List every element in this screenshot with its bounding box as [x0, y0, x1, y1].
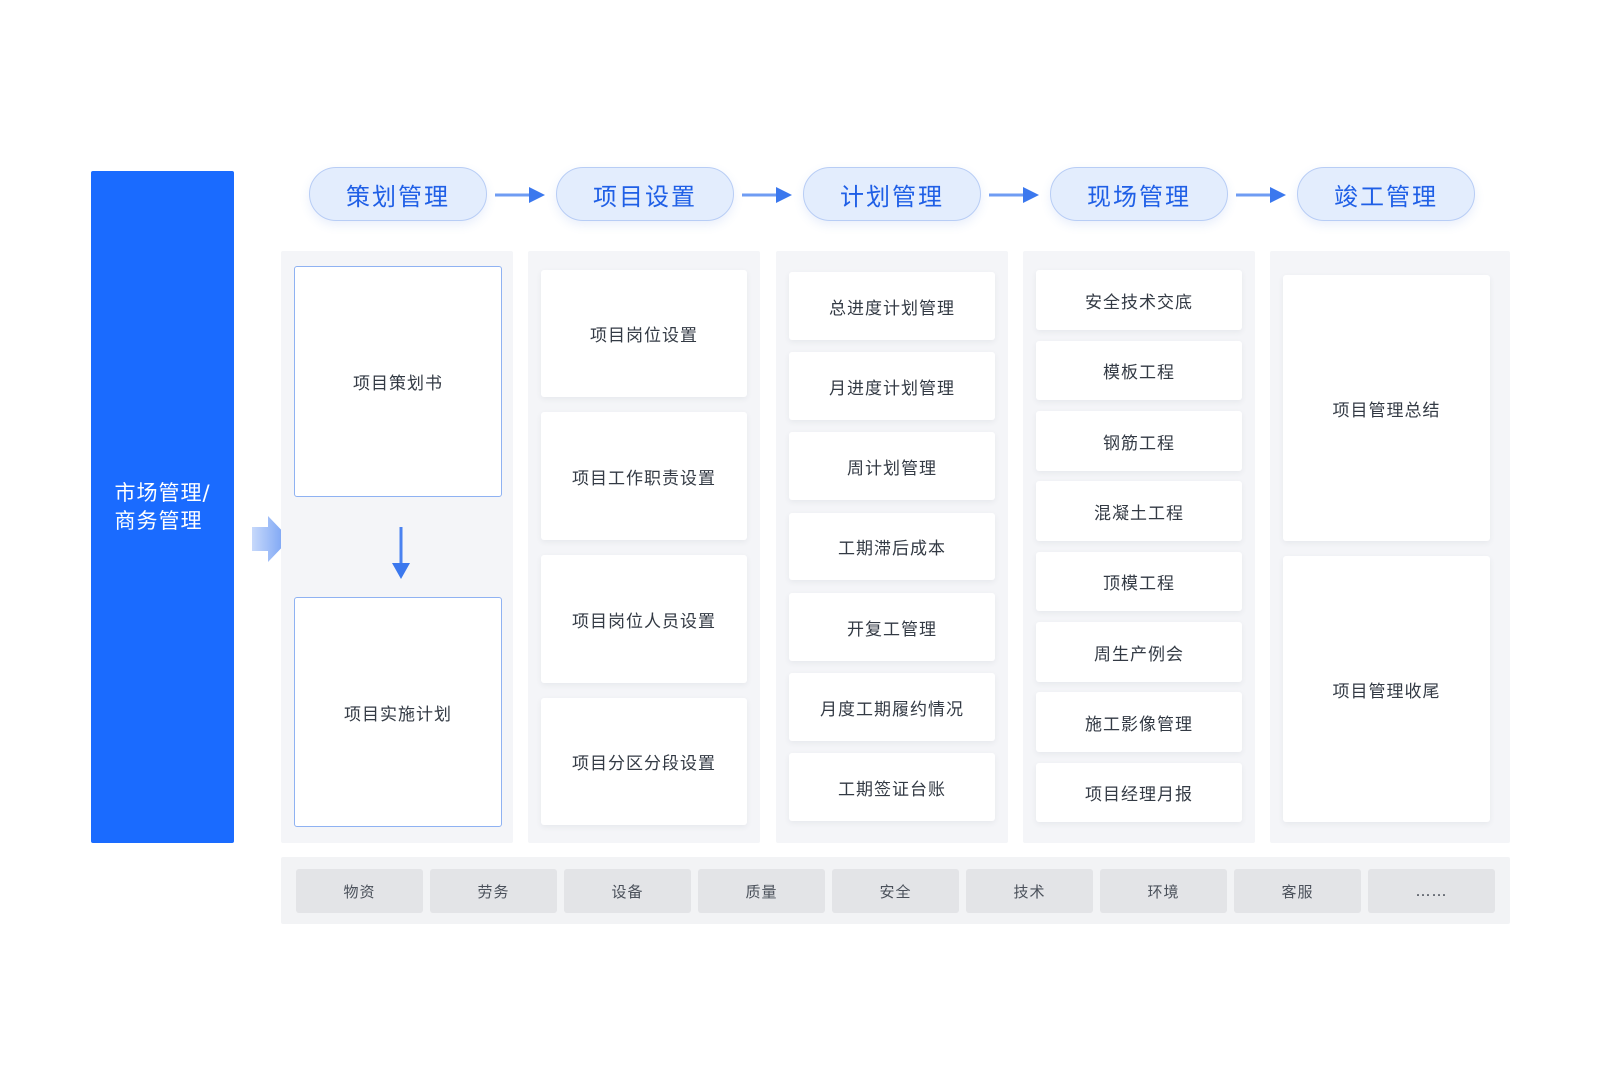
- right-chevron-arrow-icon: [252, 516, 290, 562]
- card-label: 钢筋工程: [1103, 433, 1175, 454]
- card-label: 项目经理月报: [1085, 785, 1193, 805]
- stage-card: 项目管理总结: [1283, 275, 1490, 541]
- stage-pill-project-setup: 项目设置: [556, 167, 734, 221]
- stage-card: 工期滞后成本: [789, 513, 995, 580]
- flow-arrow-icon: [742, 187, 792, 203]
- stage-pill-planning: 策划管理: [309, 167, 487, 221]
- card-label: 月进度计划管理: [829, 378, 955, 399]
- stage-card: 月度工期履约情况: [789, 673, 995, 741]
- stage-card: 钢筋工程: [1036, 411, 1242, 471]
- resource-tag: 物资: [296, 869, 423, 913]
- stage-card: 开复工管理: [789, 593, 995, 661]
- card-label: 周计划管理: [847, 458, 937, 479]
- resource-label: 劳务: [477, 882, 510, 901]
- stage-title: 策划管理: [346, 182, 450, 211]
- resource-tag: ……: [1368, 869, 1495, 913]
- stage-title: 竣工管理: [1334, 182, 1438, 211]
- left-block-label: 市场管理/ 商务管理: [114, 481, 211, 533]
- stage-card: 模板工程: [1036, 341, 1242, 400]
- stage-card: 项目工作职责设置: [541, 412, 747, 540]
- stage-pill-schedule: 计划管理: [803, 167, 981, 221]
- card-label: 模板工程: [1103, 363, 1175, 383]
- card-label: 项目工作职责设置: [572, 468, 716, 489]
- card-label: 项目分区分段设置: [572, 754, 716, 774]
- stage-card: 项目策划书: [294, 266, 502, 497]
- resource-label: 技术: [1013, 882, 1046, 901]
- card-label: 总进度计划管理: [829, 298, 955, 319]
- stage-card: 顶模工程: [1036, 552, 1242, 611]
- resource-bar: 物资 劳务 设备 质量 安全 技术 环境 客服 ……: [281, 857, 1510, 924]
- flow-arrow-icon: [495, 187, 545, 203]
- resource-label: 质量: [745, 882, 778, 901]
- card-label: 项目管理收尾: [1332, 681, 1441, 702]
- flow-arrow-icon: [989, 187, 1039, 203]
- stage-card: 项目岗位设置: [541, 270, 747, 397]
- stage-card: 工期签证台账: [789, 753, 995, 821]
- stage-column-site: [1023, 251, 1255, 843]
- resource-label: 环境: [1147, 882, 1180, 901]
- card-label: 项目岗位人员设置: [572, 611, 716, 632]
- stage-pill-completion: 竣工管理: [1297, 167, 1475, 221]
- card-label: 开复工管理: [847, 619, 937, 640]
- card-label: 安全技术交底: [1085, 292, 1193, 313]
- stage-card: 项目管理收尾: [1283, 556, 1490, 822]
- resource-tag: 设备: [564, 869, 691, 913]
- resource-tag: 技术: [966, 869, 1093, 913]
- stage-title: 现场管理: [1087, 182, 1191, 211]
- stage-card: 项目分区分段设置: [541, 698, 747, 825]
- resource-tag: 环境: [1100, 869, 1227, 913]
- resource-label: ……: [1415, 882, 1448, 900]
- stage-card: 周计划管理: [789, 432, 995, 500]
- market-business-management-block: 市场管理/ 商务管理: [91, 171, 234, 843]
- stage-card: 混凝土工程: [1036, 481, 1242, 541]
- card-label: 混凝土工程: [1094, 503, 1184, 524]
- resource-label: 客服: [1281, 882, 1314, 901]
- resource-label: 物资: [343, 882, 376, 901]
- resource-tag: 安全: [832, 869, 959, 913]
- stage-title: 项目设置: [593, 182, 697, 211]
- stage-card: 安全技术交底: [1036, 270, 1242, 330]
- card-label: 工期滞后成本: [838, 539, 946, 559]
- stage-card: 总进度计划管理: [789, 272, 995, 340]
- resource-tag: 客服: [1234, 869, 1361, 913]
- resource-label: 设备: [611, 882, 644, 901]
- stage-pill-site: 现场管理: [1050, 167, 1228, 221]
- down-arrow-icon: [392, 527, 410, 579]
- card-label: 项目岗位设置: [590, 326, 698, 346]
- stage-card: 项目实施计划: [294, 597, 502, 827]
- card-label: 项目实施计划: [344, 704, 452, 725]
- flow-arrow-icon: [1236, 187, 1286, 203]
- resource-tag: 质量: [698, 869, 825, 913]
- stage-card: 项目经理月报: [1036, 763, 1242, 822]
- stage-card: 周生产例会: [1036, 622, 1242, 682]
- card-label: 顶模工程: [1103, 574, 1175, 594]
- stage-card: 施工影像管理: [1036, 692, 1242, 752]
- card-label: 周生产例会: [1094, 644, 1184, 665]
- resource-label: 安全: [879, 882, 912, 901]
- resource-tag: 劳务: [430, 869, 557, 913]
- card-label: 月度工期履约情况: [820, 699, 964, 720]
- card-label: 施工影像管理: [1085, 714, 1193, 735]
- stage-card: 项目岗位人员设置: [541, 555, 747, 683]
- stage-card: 月进度计划管理: [789, 352, 995, 420]
- card-label: 项目管理总结: [1332, 400, 1441, 421]
- stage-title: 计划管理: [840, 182, 944, 211]
- card-label: 项目策划书: [353, 374, 443, 394]
- card-label: 工期签证台账: [838, 779, 946, 800]
